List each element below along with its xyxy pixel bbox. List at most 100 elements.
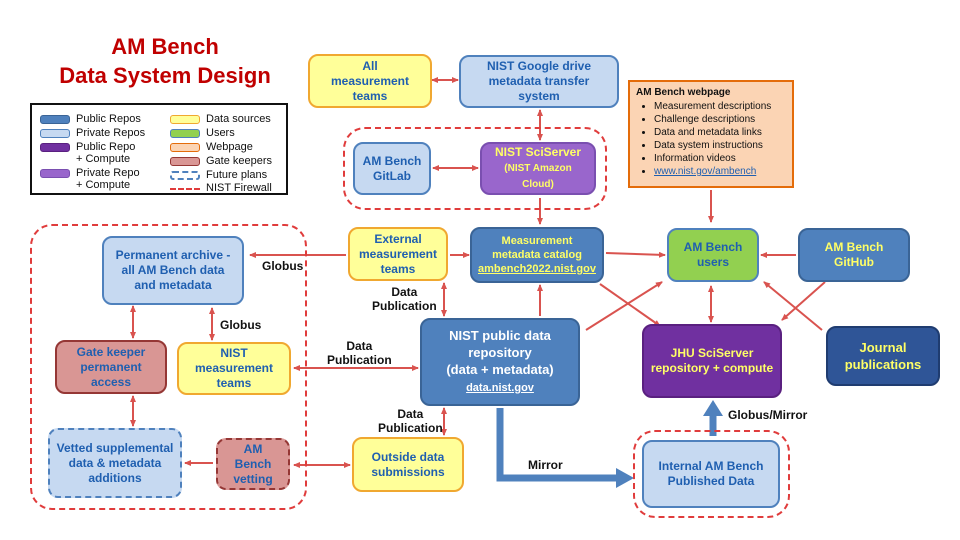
legend-item-users: Users <box>170 127 235 139</box>
node-text-line: teams <box>352 88 388 103</box>
arrow-catalog-jhu <box>599 283 661 327</box>
node-text-line: access <box>90 374 132 389</box>
edge-label-globus-mirror: Globus/Mirror <box>728 408 808 422</box>
legend-swatch-public <box>40 115 70 124</box>
legend-swatch-private <box>40 129 70 138</box>
catalog-link[interactable]: ambench2022.nist.gov <box>478 263 596 275</box>
edge-label-globus-mid: Globus <box>220 318 262 332</box>
legend: Public Repos Private Repos Public Repo+ … <box>30 103 288 195</box>
arrow-publicrepo-users <box>585 281 663 331</box>
firewall-region-left <box>30 224 307 510</box>
firewall-region-top <box>343 127 607 210</box>
node-text-line: measurement <box>330 73 410 88</box>
webpage-list-item: Challenge descriptions <box>654 113 786 126</box>
node-text-line: teams <box>216 376 252 390</box>
node-text-line: measurement <box>358 246 438 261</box>
node-text-line: NIST Google drive <box>486 59 591 73</box>
legend-item-gate-keepers: Gate keepers <box>170 155 272 167</box>
node-text-line: Measurement <box>501 235 573 247</box>
node-text-line: AM Bench <box>234 441 272 471</box>
legend-label-line: Private Repo <box>76 167 140 179</box>
node-text: Journal publications <box>845 339 922 373</box>
arrow-catalog-users <box>605 251 666 258</box>
legend-label: Data sources <box>206 113 271 125</box>
node-text-line: publications <box>844 357 922 372</box>
legend-label-line: Public Repo <box>76 141 136 153</box>
node-text-line: NIST SciServer <box>494 145 582 159</box>
legend-label: Users <box>206 127 235 139</box>
legend-swatch-future <box>170 171 200 180</box>
legend-item-private-repos: Private Repos <box>40 127 145 139</box>
legend-label: Private Repo+ Compute <box>76 167 140 191</box>
legend-item-private-repo-compute: Private Repo+ Compute <box>40 167 140 191</box>
node-text-line: Internal AM Bench <box>658 459 764 473</box>
edge-label-line: Data <box>346 339 373 353</box>
legend-item-webpage: Webpage <box>170 141 253 153</box>
node-text-line: permanent <box>80 359 142 374</box>
legend-label: NIST Firewall <box>206 182 272 194</box>
legend-swatch-private-compute <box>40 169 70 178</box>
node-text-line: Permanent archive - <box>115 248 231 262</box>
webpage-list-item: Data and metadata links <box>654 126 786 139</box>
arrow-globus-mirror-head <box>703 400 723 416</box>
webpage-list: Measurement descriptions Challenge descr… <box>636 100 786 178</box>
arrow-journal-users <box>763 281 823 331</box>
node-text-line: NIST public data <box>449 328 551 343</box>
node-text-line: Gate keeper <box>76 344 146 359</box>
node-text-line: system <box>518 89 560 103</box>
node-text-line: AM Bench <box>362 153 422 168</box>
node-text-line: users <box>696 255 729 269</box>
diagram-title: AM Bench Data System Design <box>40 32 290 90</box>
node-text-line: External <box>374 231 422 246</box>
legend-label: Private Repos <box>76 127 146 139</box>
webpage-list-item: Information videos <box>654 152 786 165</box>
legend-label: Future plans <box>206 169 268 181</box>
legend-label: Public Repos <box>76 113 141 125</box>
legend-label: Webpage <box>206 141 253 153</box>
legend-swatch-users <box>170 129 200 138</box>
node-text-line: all AM Bench data <box>121 263 225 277</box>
edge-label-line: Data <box>391 285 418 299</box>
webpage-link[interactable]: www.nist.gov/ambench <box>654 166 757 177</box>
node-text-line: (NIST Amazon Cloud) <box>504 163 572 190</box>
node-text-line: AM Bench <box>824 240 884 254</box>
edge-label-line: Publication <box>327 353 392 367</box>
node-text-line: Journal <box>859 340 907 355</box>
node-text-line: vetting <box>233 471 273 486</box>
webpage-list-item: Measurement descriptions <box>654 100 786 113</box>
node-text-line: additions <box>88 470 142 485</box>
node-text-line: GitHub <box>833 255 874 269</box>
legend-swatch-webpage <box>170 143 200 152</box>
legend-item-nist-firewall: NIST Firewall <box>170 182 272 194</box>
legend-label: Public Repo+ Compute <box>76 141 135 165</box>
legend-swatch-source <box>170 115 200 124</box>
legend-label: Gate keepers <box>206 155 273 167</box>
node-text-line: All <box>362 58 378 73</box>
edge-label-mirror: Mirror <box>528 458 563 472</box>
edge-label-globus-top: Globus <box>262 259 304 273</box>
legend-swatch-gatekeeper <box>170 157 200 166</box>
public-repo-link[interactable]: data.nist.gov <box>466 382 534 394</box>
